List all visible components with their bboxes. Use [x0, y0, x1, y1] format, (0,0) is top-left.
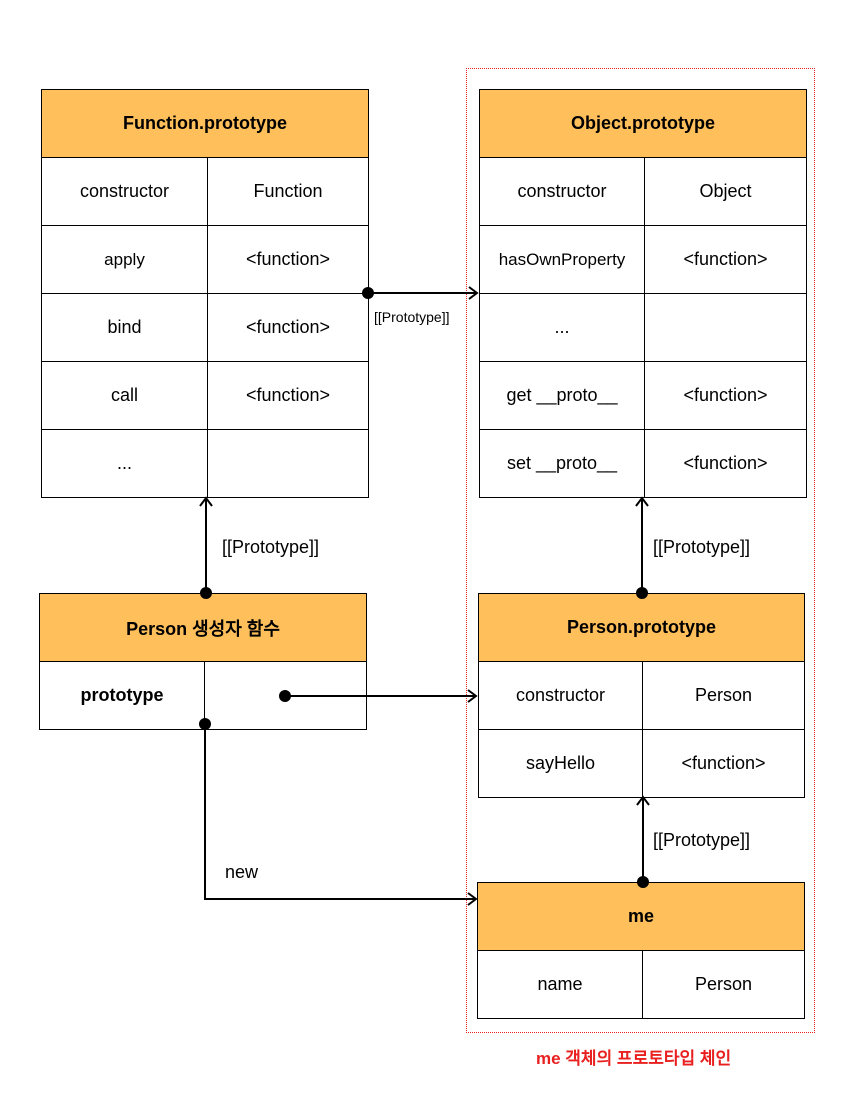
function-prototype-table: Function.prototype constructor Function … [40, 89, 370, 498]
object-prototype-value: <function> [643, 429, 808, 498]
function-prototype-value: <function> [206, 225, 370, 294]
new-label: new [225, 862, 259, 882]
function-prototype-key: ... [41, 429, 208, 498]
ctor-to-func-label: [[Prototype]] [222, 537, 320, 557]
me-key: name [477, 950, 643, 1019]
person-constructor-key: prototype [39, 661, 205, 730]
arrowhead-icon [199, 496, 213, 507]
object-prototype-value: <function> [643, 361, 808, 430]
person-prototype-key: sayHello [478, 729, 643, 798]
me-title: me [476, 882, 806, 951]
person-constructor-title: Person 생성자 함수 [38, 593, 368, 662]
prototype-chain-caption: me 객체의 프로토타입 체인 [536, 1049, 732, 1068]
object-prototype-value: <function> [643, 225, 808, 294]
func-to-object-label: [[Prototype]] [374, 309, 450, 325]
function-prototype-title: Function.prototype [40, 89, 370, 158]
function-prototype-key: bind [41, 293, 208, 362]
function-prototype-value: <function> [206, 293, 370, 362]
person-prototype-title: Person.prototype [478, 593, 805, 662]
function-prototype-key: constructor [41, 157, 208, 226]
object-prototype-key: hasOwnProperty [479, 225, 645, 294]
object-prototype-key: ... [479, 293, 645, 362]
prototype-chain-boundary [466, 68, 815, 1033]
person-prototype-value: Person [642, 661, 805, 730]
person-constructor-value [203, 661, 368, 730]
object-prototype-value [643, 293, 808, 362]
person-proto-to-object-label: [[Prototype]] [653, 537, 751, 557]
function-prototype-value: Function [206, 157, 370, 226]
person-prototype-value: <function> [642, 729, 805, 798]
object-prototype-key: get __proto__ [479, 361, 645, 430]
person-prototype-key: constructor [478, 661, 643, 730]
me-value: Person [641, 950, 806, 1019]
object-prototype-key: constructor [479, 157, 645, 226]
function-prototype-value [206, 429, 370, 498]
person-constructor-table: Person 생성자 함수 prototype [38, 593, 368, 730]
me-to-person-proto-label: [[Prototype]] [653, 830, 751, 850]
object-prototype-table: Object.prototype constructor Object hasO… [478, 89, 808, 498]
me-table: me name Person [476, 882, 806, 1019]
function-prototype-key: apply [41, 225, 208, 294]
function-prototype-key: call [41, 361, 208, 430]
function-prototype-value: <function> [206, 361, 370, 430]
object-prototype-title: Object.prototype [478, 89, 808, 158]
person-prototype-table: Person.prototype constructor Person sayH… [478, 593, 805, 798]
object-prototype-key: set __proto__ [479, 429, 645, 498]
object-prototype-value: Object [643, 157, 808, 226]
